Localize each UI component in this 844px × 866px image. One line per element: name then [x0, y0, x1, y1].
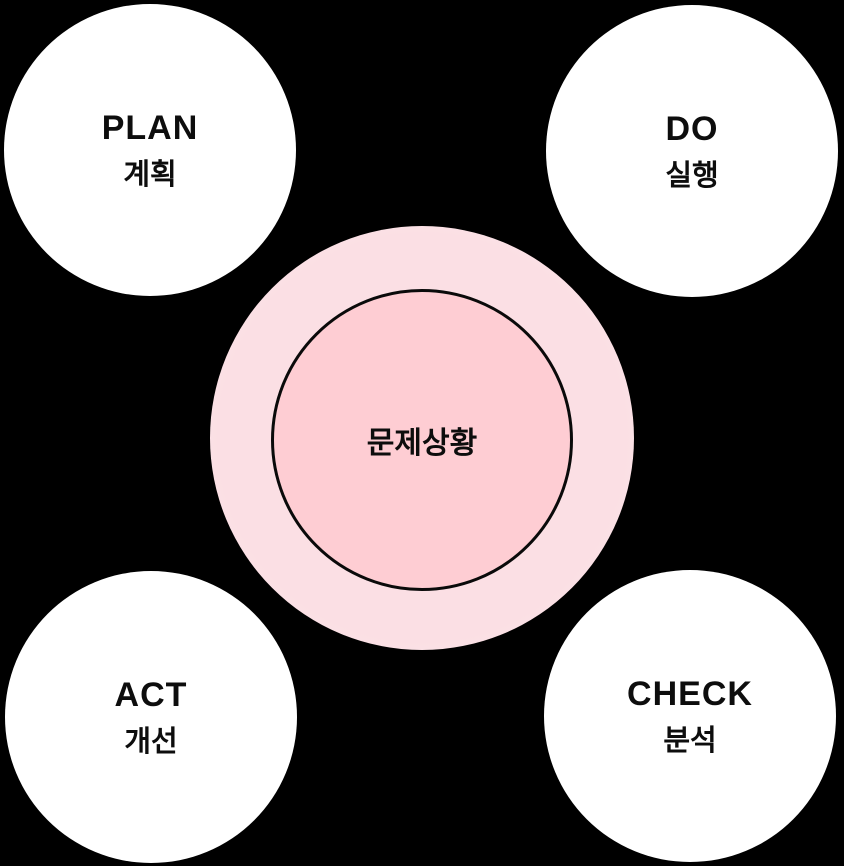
node-do-title: DO: [665, 109, 719, 148]
node-act: ACT 개선: [5, 571, 297, 863]
node-act-title: ACT: [114, 675, 188, 714]
center-problem-circle: 문제상황: [271, 289, 573, 591]
node-act-subtitle: 개선: [124, 725, 178, 758]
node-check-subtitle: 분석: [663, 724, 717, 757]
node-plan: PLAN 계획: [4, 4, 296, 296]
node-do: DO 실행: [546, 5, 838, 297]
node-check-title: CHECK: [627, 674, 753, 713]
node-plan-title: PLAN: [101, 108, 199, 147]
node-check: CHECK 분석: [544, 570, 836, 862]
node-plan-subtitle: 계획: [123, 158, 177, 191]
node-do-subtitle: 실행: [665, 159, 719, 192]
center-problem-label: 문제상황: [366, 427, 478, 460]
